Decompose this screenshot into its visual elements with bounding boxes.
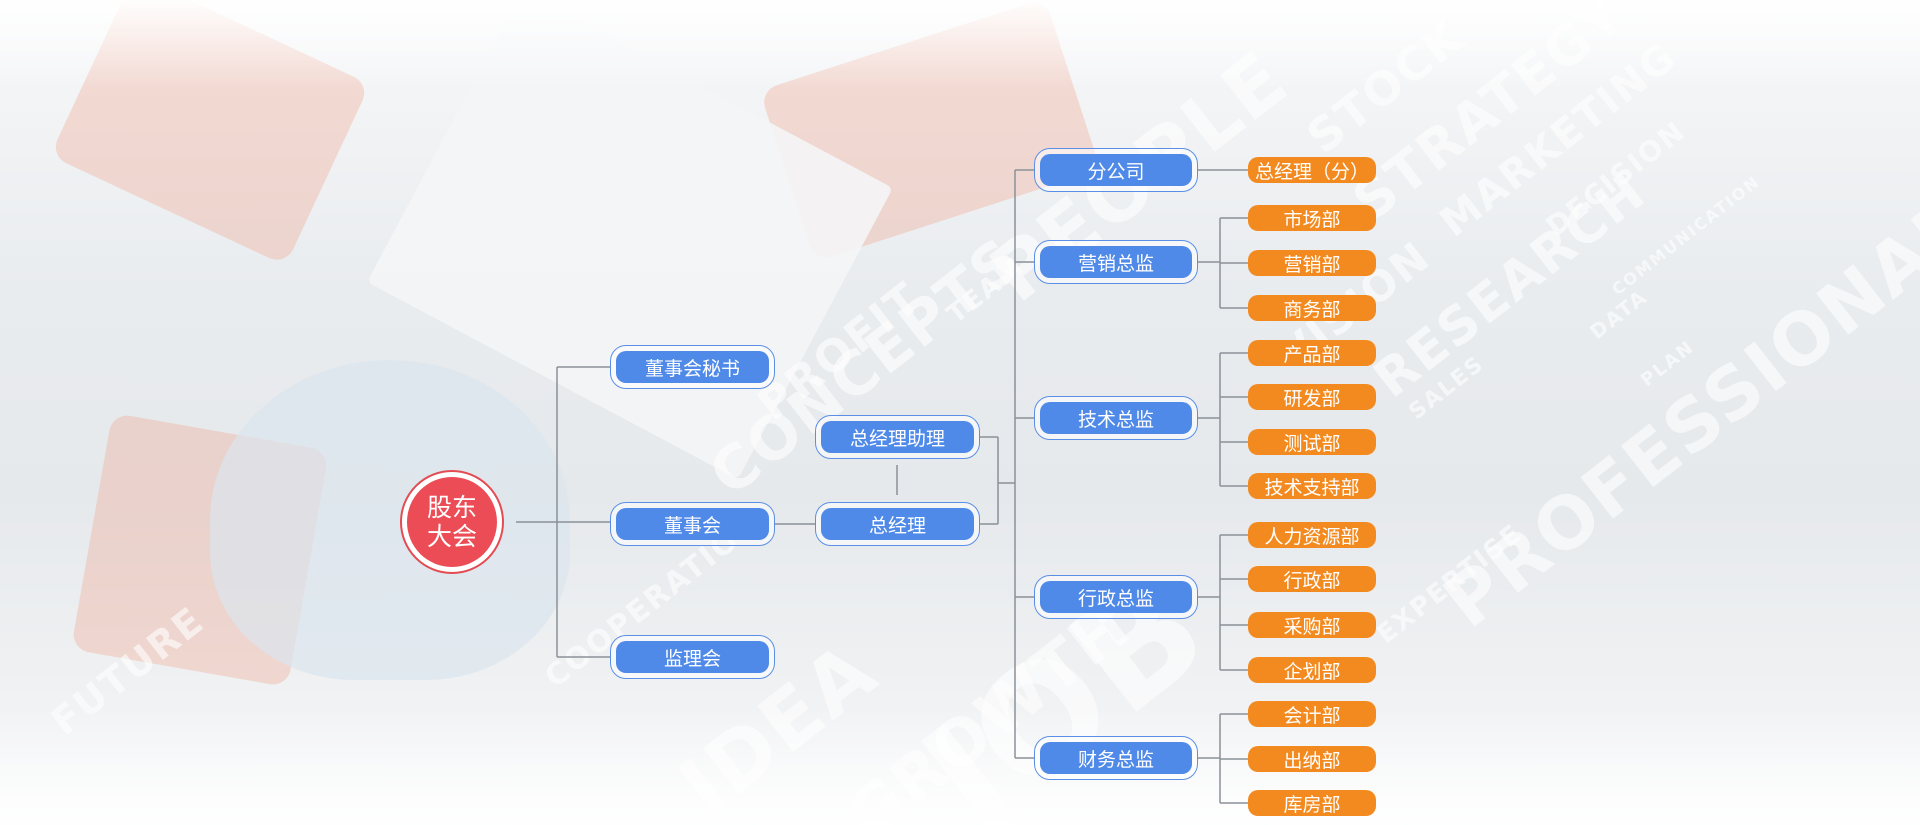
director-node: 技术总监 <box>1034 396 1198 440</box>
top-fade <box>0 0 1920 90</box>
background-person <box>210 360 570 680</box>
department-node: 会计部 <box>1248 701 1376 727</box>
director-label: 行政总监 <box>1040 581 1192 613</box>
general-manager-label: 总经理 <box>821 508 974 540</box>
department-node: 产品部 <box>1248 340 1376 366</box>
department-node: 企划部 <box>1248 657 1376 683</box>
director-label: 财务总监 <box>1040 742 1192 774</box>
department-node: 研发部 <box>1248 384 1376 410</box>
department-node: 库房部 <box>1248 790 1376 816</box>
department-node: 商务部 <box>1248 295 1376 321</box>
director-label: 分公司 <box>1040 154 1192 186</box>
director-label: 技术总监 <box>1040 402 1192 434</box>
department-node: 技术支持部 <box>1248 473 1376 499</box>
department-node: 人力资源部 <box>1248 522 1376 548</box>
board-secretary-label: 董事会秘书 <box>616 351 769 383</box>
supervisory-board-node: 监理会 <box>610 635 775 679</box>
gm-assistant-label: 总经理助理 <box>821 421 974 453</box>
department-node: 市场部 <box>1248 205 1376 231</box>
general-manager-node: 总经理 <box>815 502 980 546</box>
director-label: 营销总监 <box>1040 246 1192 278</box>
gm-assistant-node: 总经理助理 <box>815 415 980 459</box>
director-node: 分公司 <box>1034 148 1198 192</box>
board-of-directors-label: 董事会 <box>616 508 769 540</box>
director-node: 财务总监 <box>1034 736 1198 780</box>
department-node: 测试部 <box>1248 429 1376 455</box>
department-node: 总经理（分） <box>1248 157 1376 183</box>
shareholders-meeting-node: 股东大会 <box>400 470 504 574</box>
board-secretary-node: 董事会秘书 <box>610 345 775 389</box>
department-node: 出纳部 <box>1248 746 1376 772</box>
department-node: 行政部 <box>1248 566 1376 592</box>
department-node: 营销部 <box>1248 250 1376 276</box>
supervisory-board-label: 监理会 <box>616 641 769 673</box>
department-node: 采购部 <box>1248 612 1376 638</box>
director-node: 行政总监 <box>1034 575 1198 619</box>
bottom-fade <box>0 705 1920 825</box>
board-of-directors-node: 董事会 <box>610 502 775 546</box>
director-node: 营销总监 <box>1034 240 1198 284</box>
shareholders-meeting-label: 股东大会 <box>407 477 497 567</box>
